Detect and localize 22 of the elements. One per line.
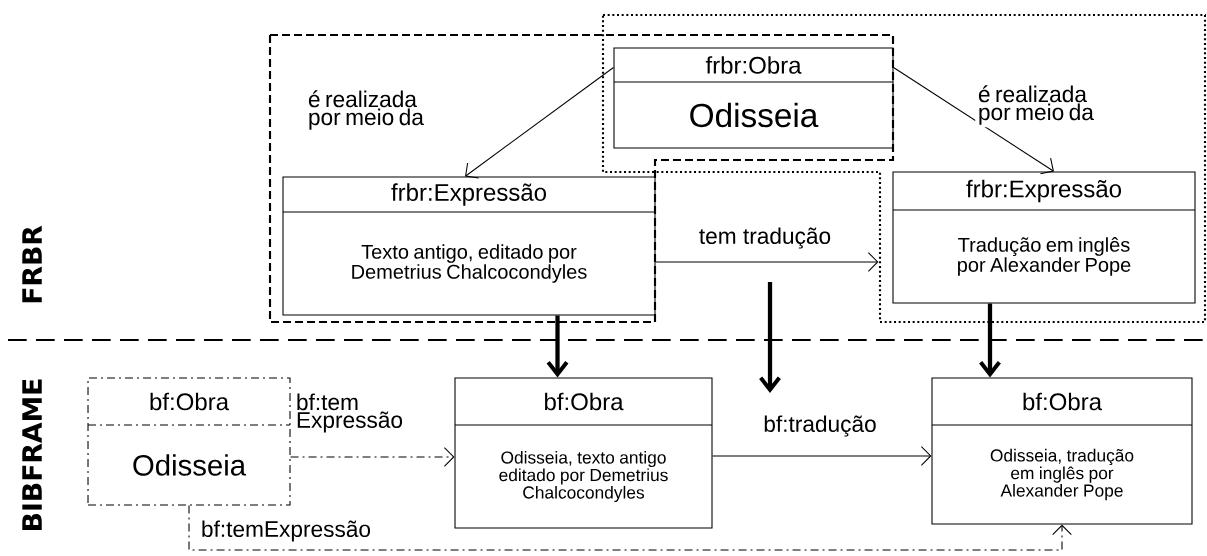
section-label: BIBFRAME: [22, 379, 42, 530]
arrow: [465, 66, 614, 179]
edge-label: tem tradução: [696, 224, 834, 252]
class-box: bf:Obra Odisseia, texto antigo editado por Demetrius Chalcocondyles: [454, 377, 713, 529]
edge-label: bf:tem Expressão: [293, 390, 404, 436]
class-box: frbr:Expressão Texto antigo, editado por Demetrius Chalcocondyles: [282, 176, 656, 316]
class-box: bf:Obra Odisseia, tradução em inglês por Alexander Pope: [931, 377, 1193, 525]
arrow: [546, 315, 569, 378]
arrow: [655, 252, 879, 272]
edge-label: bf:temExpressão: [198, 517, 374, 545]
arrow: [188, 505, 1072, 551]
edge-label: é realizada por meio da: [305, 87, 436, 133]
arrow: [893, 66, 1054, 175]
class-box: bf:Obra Odisseia: [87, 377, 291, 506]
arrow: [290, 447, 455, 467]
edge-label: bf:tradução: [760, 412, 880, 440]
arrow: [712, 446, 932, 466]
class-box: frbr:Obra Odisseia: [613, 47, 894, 149]
class-box: frbr:Expressão Tradução em inglês por Alexander Pope: [892, 171, 1196, 304]
arrow: [979, 303, 1001, 378]
edge-label: é realizada por meio da: [975, 82, 1106, 128]
section-label: FRBR: [22, 225, 42, 303]
